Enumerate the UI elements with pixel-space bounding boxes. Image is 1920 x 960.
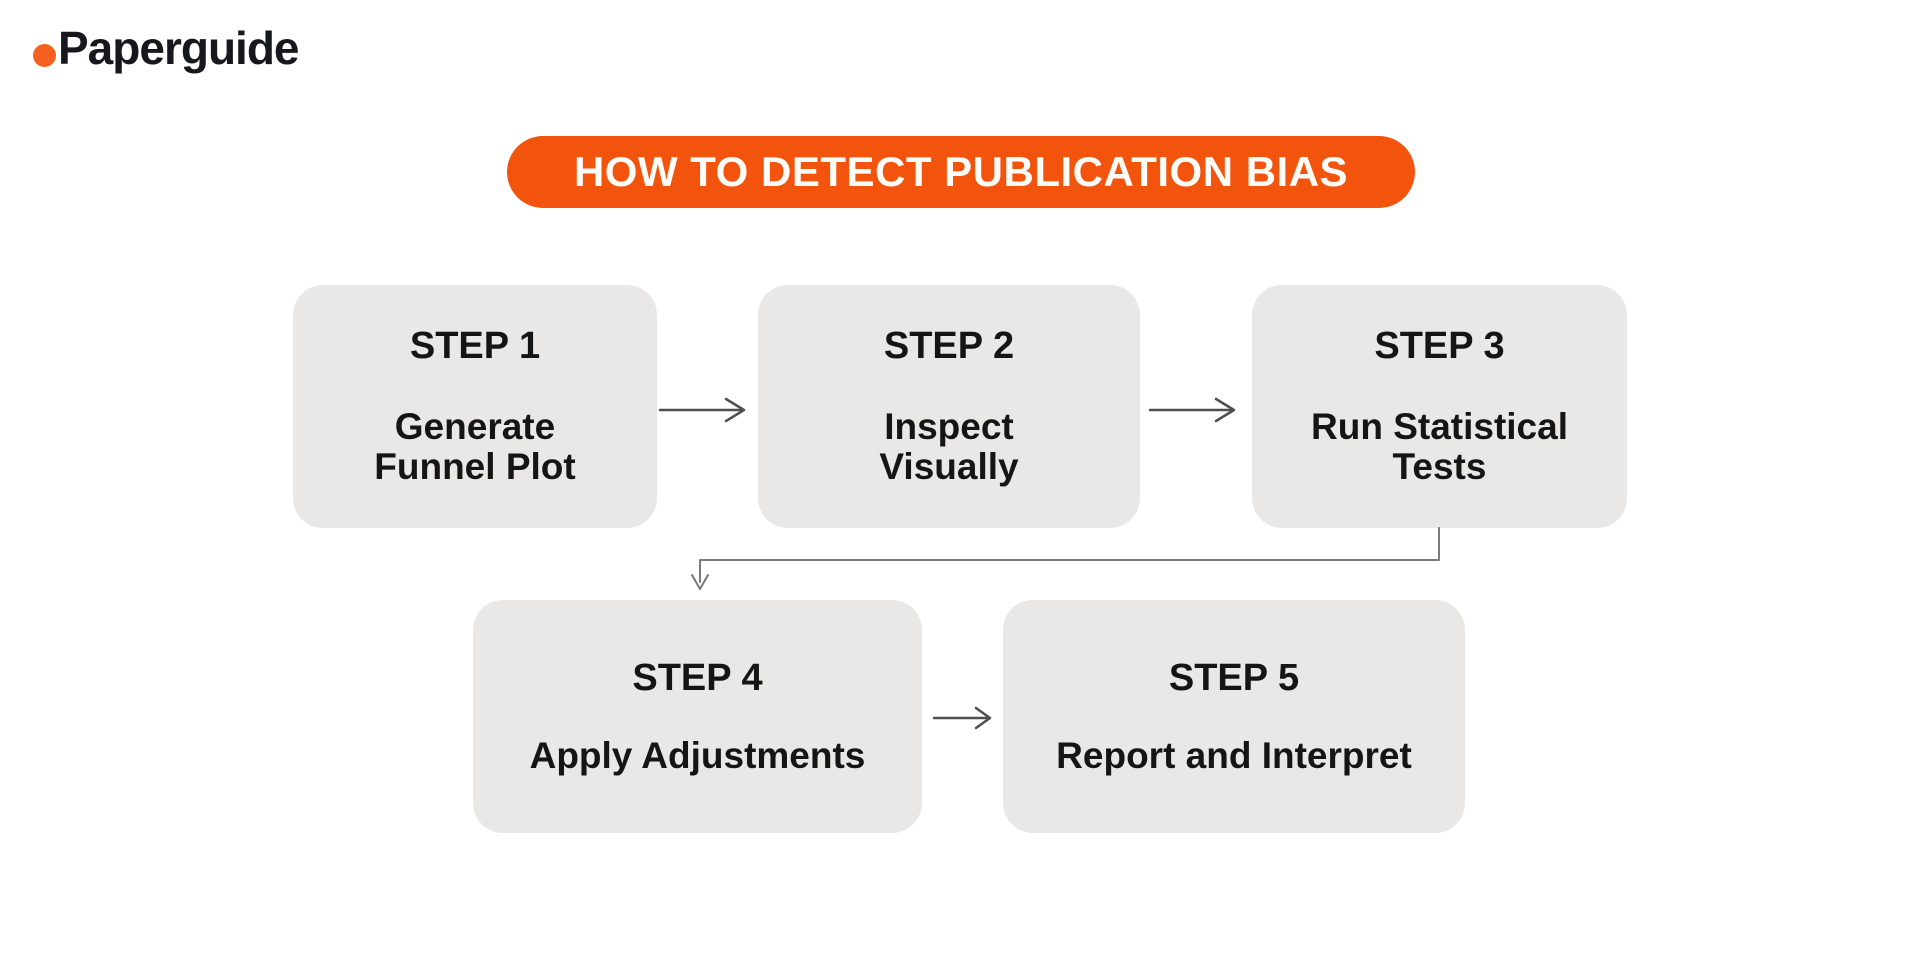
- step-5-heading: STEP 5: [1168, 656, 1300, 699]
- step-3-label-line-2: Tests: [1392, 446, 1487, 487]
- title-banner: HOW TO DETECT PUBLICATION BIAS: [507, 136, 1415, 208]
- logo-dot-icon: [33, 44, 56, 67]
- step-4-heading: STEP 4: [632, 656, 763, 699]
- step-1-label: Generate Funnel Plot: [374, 407, 575, 487]
- step-1-heading: STEP 1: [409, 325, 541, 367]
- step-2-label: Inspect Visually: [879, 407, 1018, 487]
- step-2-label-line-1: Inspect: [884, 406, 1014, 447]
- arrow-right-icon-step1-step2: [658, 397, 746, 423]
- step-1-box: STEP 1 Generate Funnel Plot: [293, 285, 657, 528]
- elbow-connector-arrow-down-icon-step3-step4: [691, 527, 1440, 590]
- step-4-box: STEP 4 Apply Adjustments: [473, 600, 922, 833]
- step-2-heading: STEP 2: [883, 325, 1015, 367]
- step-2-label-line-2: Visually: [879, 446, 1019, 487]
- step-4-label: Apply Adjustments: [529, 734, 866, 776]
- step-3-label: Run Statistical Tests: [1311, 407, 1568, 487]
- step-1-label-line-1: Generate: [394, 406, 556, 447]
- arrow-right-icon-step4-step5: [932, 706, 992, 730]
- step-5-box: STEP 5 Report and Interpret: [1003, 600, 1465, 833]
- paperguide-logo: Paperguide: [33, 18, 333, 80]
- title-text: HOW TO DETECT PUBLICATION BIAS: [573, 148, 1349, 195]
- step-3-box: STEP 3 Run Statistical Tests: [1252, 285, 1627, 528]
- step-5-label-line-1: Report and Interpret: [1056, 734, 1412, 776]
- step-3-label-line-1: Run Statistical: [1311, 406, 1568, 447]
- arrow-right-icon-step2-step3: [1148, 397, 1236, 423]
- step-5-label: Report and Interpret: [1056, 734, 1412, 776]
- step-2-box: STEP 2 Inspect Visually: [758, 285, 1140, 528]
- step-4-label-line-1: Apply Adjustments: [529, 734, 866, 776]
- step-3-heading: STEP 3: [1374, 325, 1505, 367]
- logo-text: Paperguide: [58, 22, 300, 74]
- step-1-label-line-2: Funnel Plot: [374, 446, 576, 487]
